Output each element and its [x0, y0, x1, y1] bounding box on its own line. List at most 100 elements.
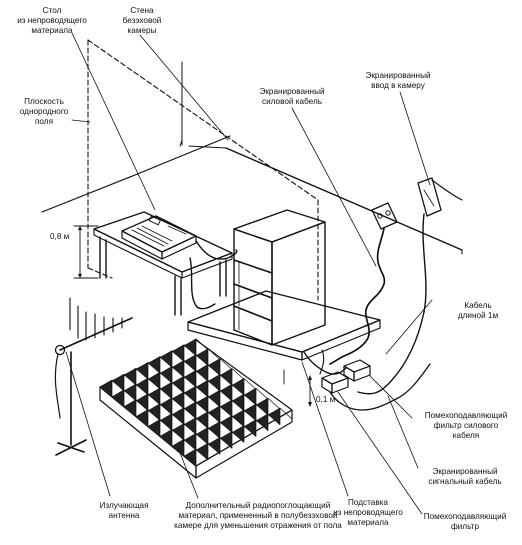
pyramid-shade — [172, 360, 184, 378]
pyramid-edge — [195, 395, 209, 404]
label-signal-cable-line1: Экранированный — [432, 467, 497, 476]
svg-text:длиной 1м: длиной 1м — [458, 311, 499, 320]
pyramid-shade — [232, 394, 244, 411]
pyramid-shade — [220, 384, 232, 402]
label-wall-line2: безэховой — [123, 16, 162, 25]
label-cable-1m: Кабель длиной 1м — [458, 301, 499, 320]
pyramid-shade — [208, 437, 220, 455]
svg-text:камере для уменьшения отражени: камере для уменьшения отражения от пола — [174, 521, 342, 530]
svg-text:Экранированный: Экранированный — [365, 71, 430, 80]
svg-text:Дополнительный радиопоглощающи: Дополнительный радиопоглощающий — [186, 501, 331, 510]
label-wall-line1: Стена — [130, 6, 154, 15]
pyramid-edge — [171, 360, 185, 368]
pyramid-edge — [219, 383, 233, 392]
absorber-block — [99, 338, 293, 479]
absorber-pyramids — [99, 338, 293, 466]
interference-filter — [321, 371, 349, 394]
pyramid-edge — [159, 350, 173, 358]
wall-socket — [371, 202, 398, 230]
pyramid-edge — [123, 367, 137, 376]
pyramid-edge — [147, 356, 161, 364]
label-table-line2: из непроводящего — [17, 16, 87, 25]
label-plane: Плоскость однородного поля — [20, 97, 69, 126]
floor-cables — [303, 349, 431, 411]
pyramid-edge — [183, 417, 197, 425]
pyramid-edge — [231, 393, 245, 402]
pyramid-shade — [100, 380, 112, 397]
pyramid-edge — [147, 387, 161, 396]
pyramid-shade — [136, 378, 148, 395]
pyramid-edge — [183, 354, 197, 362]
svg-text:Кабель: Кабель — [464, 301, 491, 310]
label-absorber-line3: камере для уменьшения отражения от пола — [174, 521, 342, 530]
svg-text:силовой кабель: силовой кабель — [262, 97, 322, 106]
pyramid-edge — [123, 383, 137, 392]
pyramid-edge — [207, 374, 221, 382]
label-power-filter-line3: кабеля — [453, 431, 479, 440]
pyramid-shade — [208, 374, 220, 392]
pyramid-shade — [112, 374, 124, 391]
pyramid-edge — [231, 409, 245, 418]
pyramid-edge — [279, 407, 293, 420]
pyramid-edge — [207, 348, 221, 361]
pyramid-edge — [111, 373, 125, 382]
label-power-cable-line1: Экранированный — [259, 87, 324, 96]
pyramid-edge — [231, 425, 245, 433]
pyramid-edge — [147, 371, 161, 380]
label-plane-line3: поля — [35, 117, 53, 126]
pyramid-edge — [171, 344, 185, 353]
label-table: Стол из непроводящего материала — [17, 6, 87, 35]
pyramid-edge — [219, 415, 233, 424]
pyramid-edge — [195, 348, 209, 357]
pyramid-edge — [255, 397, 269, 406]
pyramid-edge — [207, 358, 221, 366]
pyramid-edge — [135, 409, 149, 417]
label-filter: Помехоподавляющий фильтр — [424, 512, 507, 531]
pyramid-shade — [208, 390, 220, 407]
pyramid-edge — [267, 407, 281, 416]
pyramid-edge — [183, 401, 197, 410]
pyramid-shade — [184, 433, 196, 451]
pyramid-shade — [196, 380, 208, 398]
chamber-wall — [87, 39, 319, 301]
pyramid-shade — [268, 408, 280, 425]
pyramid-shade — [220, 431, 232, 449]
svg-text:Помехоподавляющий: Помехоподавляющий — [425, 411, 508, 420]
pyramid-edge — [195, 442, 209, 451]
pyramid-shade — [184, 338, 196, 356]
pyramid-shade — [124, 384, 136, 401]
pyramid-edge — [135, 377, 149, 386]
shielded-entry-box — [417, 177, 463, 217]
svg-text:Излучающая: Излучающая — [99, 501, 148, 510]
pyramid-edge — [255, 413, 269, 422]
pyramid-shade — [148, 388, 160, 405]
pyramid-edge — [243, 378, 257, 390]
svg-text:однородного: однородного — [20, 107, 69, 116]
pyramid-shade — [148, 419, 160, 437]
pyramid-shade — [232, 378, 244, 396]
pyramid-edge — [195, 338, 209, 351]
pyramid-edge — [267, 397, 281, 410]
pyramid-shade — [160, 350, 172, 368]
pyramid-shade — [172, 423, 184, 441]
label-antenna: Излучающая антенна — [99, 501, 148, 520]
svg-text:камеры: камеры — [128, 26, 157, 35]
pyramid-shade — [196, 348, 208, 366]
pyramid-edge — [171, 423, 185, 431]
pyramid-shade — [232, 425, 244, 443]
label-wall-line3: камеры — [128, 26, 157, 35]
svg-text:Стол: Стол — [43, 6, 62, 15]
label-absorber-line1: Дополнительный радиопоглощающий — [186, 501, 331, 510]
shielded-power-cable — [329, 227, 386, 365]
pyramid-shade — [112, 389, 124, 407]
pyramid-shade — [244, 404, 256, 421]
svg-text:Экранированный: Экранированный — [432, 467, 497, 476]
pyramid-edge — [135, 362, 149, 370]
pyramid-edge — [255, 387, 269, 400]
svg-text:безэховой: безэховой — [123, 16, 162, 25]
pyramid-edge — [195, 411, 209, 420]
pyramid-edge — [243, 403, 257, 412]
pyramid-shade — [196, 427, 208, 445]
pyramid-edge — [123, 399, 137, 408]
